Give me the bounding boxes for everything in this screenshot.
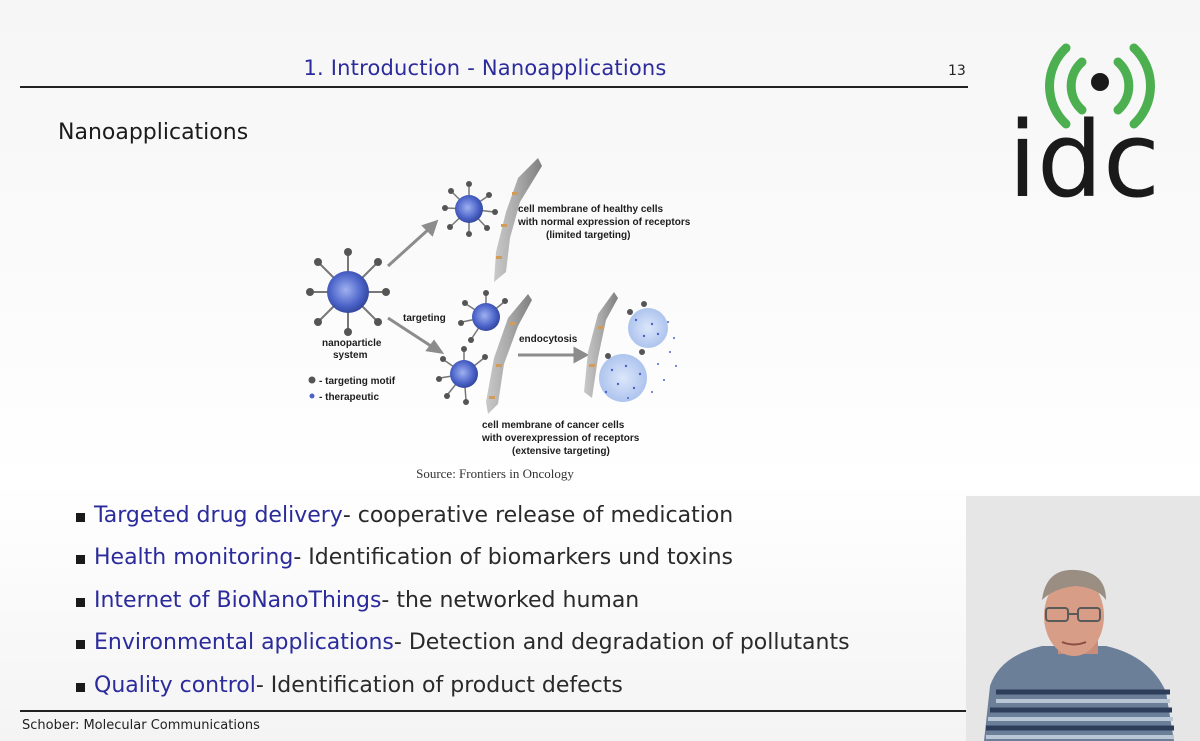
bullet-description: - Identification of biomarkers und toxin…: [293, 545, 733, 571]
bullet-heading: Environmental applications: [94, 630, 394, 656]
cancer-cell-membrane: [486, 294, 532, 414]
label-nanoparticle-line1: nanoparticle: [322, 338, 382, 349]
bullet-square-icon: [76, 640, 85, 650]
targeting-motif-icon: [308, 376, 316, 384]
healthy-cell-membrane: [494, 158, 542, 282]
therapeutic-icon: [309, 393, 315, 399]
presenter-webcam: [966, 496, 1200, 741]
bullet-description: - Identification of product defects: [255, 672, 623, 698]
bullet-description: - Detection and degradation of pollutant…: [393, 630, 850, 656]
endocytosis-membrane: [584, 292, 618, 398]
bullet-item: Targeted drug delivery - cooperative rel…: [76, 494, 976, 537]
header-divider: [20, 86, 968, 88]
figure-legend: - targeting motif - therapeutic: [308, 376, 396, 403]
footer-text: Schober: Molecular Communications: [22, 718, 260, 733]
signal-waves-icon: [1045, 43, 1155, 129]
bullet-heading: Health monitoring: [94, 545, 294, 571]
label-healthy-line1: cell membrane of healthy cells: [518, 204, 663, 215]
legend-therapeutic: - therapeutic: [319, 392, 379, 403]
nanoparticle-system-particle: [306, 248, 390, 336]
idc-logo: idc: [1004, 40, 1180, 221]
page-number: 13: [948, 63, 966, 79]
antenna-dot-icon: [1091, 73, 1109, 91]
bullet-item: Environmental applications - Detection a…: [76, 622, 976, 665]
bullet-heading: Quality control: [94, 672, 256, 698]
label-cancer-line3: (extensive targeting): [512, 446, 610, 457]
bullet-list: Targeted drug delivery - cooperative rel…: [76, 494, 976, 707]
nanoparticle-figure: nanoparticle system - targeting motif - …: [296, 152, 696, 462]
label-healthy-line3: (limited targeting): [546, 230, 630, 241]
bullet-description: - the networked human: [381, 587, 640, 613]
label-cancer-line1: cell membrane of cancer cells: [482, 420, 625, 431]
footer-divider: [20, 710, 968, 712]
bullet-square-icon: [76, 682, 85, 692]
bullet-item: Internet of BioNanoThings - the networke…: [76, 579, 976, 622]
label-cancer-line2: with overexpression of receptors: [481, 433, 640, 444]
label-healthy-line2: with normal expression of receptors: [517, 217, 691, 228]
arrows: [386, 219, 590, 364]
released-therapeutic: [599, 301, 677, 402]
nanoparticle-healthy: [442, 181, 498, 237]
presenter-figure-icon: [984, 569, 1174, 741]
slide-header-title: 1. Introduction - Nanoapplications: [303, 56, 667, 80]
label-endocytosis: endocytosis: [519, 334, 578, 345]
bullet-item: Health monitoring - Identification of bi…: [76, 537, 976, 580]
label-nanoparticle-line2: system: [333, 350, 368, 361]
legend-targeting-motif: - targeting motif: [319, 376, 396, 387]
nanoparticle-cancer-upper: [458, 290, 508, 343]
bullet-square-icon: [76, 512, 85, 522]
figure-source: Source: Frontiers in Oncology: [416, 466, 574, 481]
logo-text: idc: [1008, 99, 1160, 210]
label-targeting: targeting: [403, 313, 446, 324]
section-title: Nanoapplications: [58, 120, 249, 145]
bullet-description: - cooperative release of medication: [342, 502, 734, 528]
bullet-heading: Internet of BioNanoThings: [94, 587, 382, 613]
bullet-item: Quality control - Identification of prod…: [76, 664, 976, 707]
bullet-square-icon: [76, 597, 85, 607]
bullet-square-icon: [76, 555, 85, 565]
bullet-heading: Targeted drug delivery: [94, 502, 343, 528]
nanoparticle-cancer-lower: [436, 346, 488, 405]
